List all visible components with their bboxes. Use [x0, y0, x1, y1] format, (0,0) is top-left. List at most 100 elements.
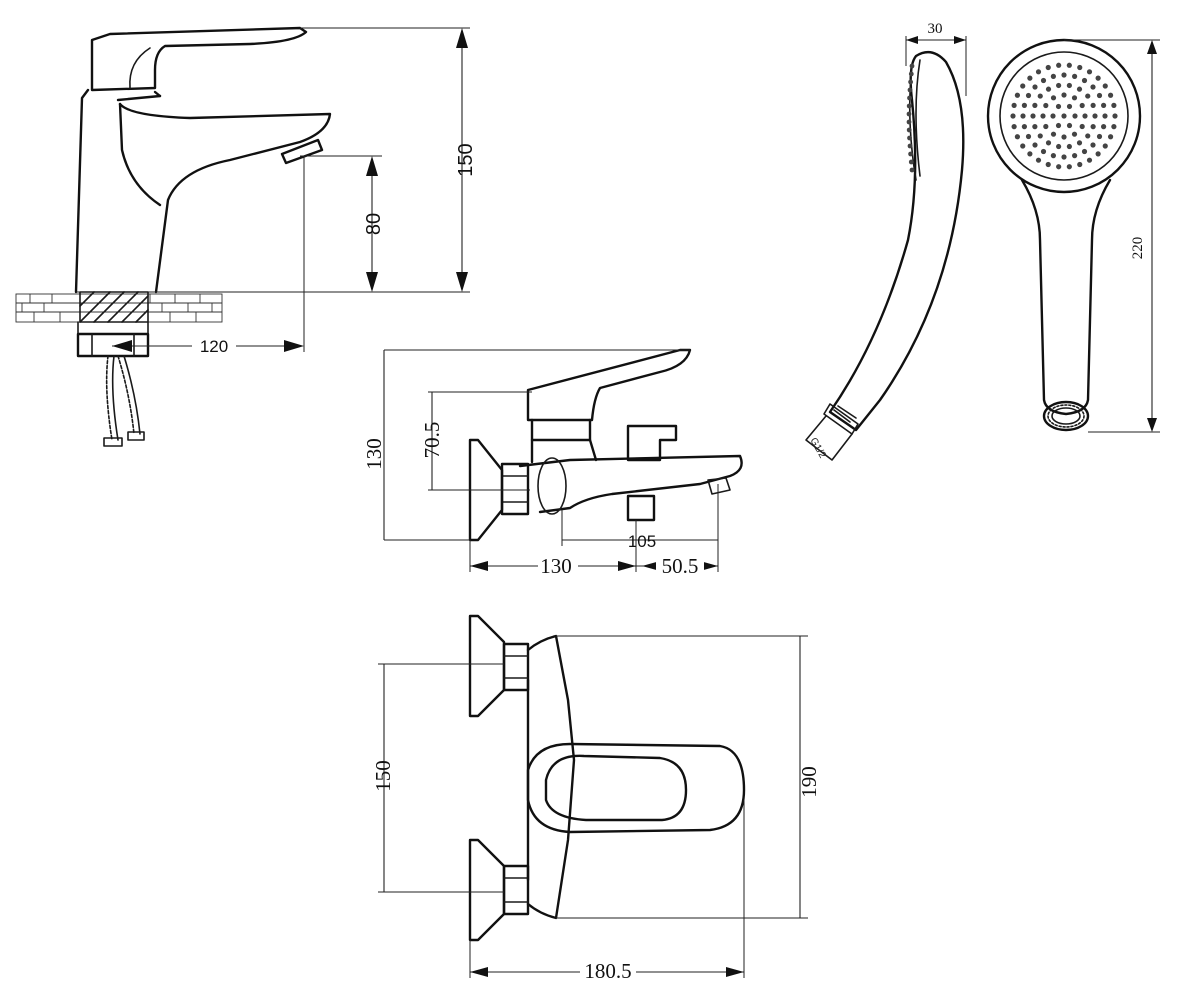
bath-outlet-dim: 70.5 — [420, 422, 444, 459]
bath-mixer-side-drawing: 130 70.5 105 130 50.5 — [362, 348, 743, 578]
basin-spout-height-dim: 80 — [363, 213, 385, 235]
bath-top-depth-dim: 180.5 — [584, 959, 631, 983]
spray-hole — [1045, 64, 1051, 71]
spray-hole — [1055, 103, 1062, 110]
spray-hole — [1037, 133, 1043, 139]
spray-hole — [1045, 140, 1052, 146]
spray-hole — [1095, 75, 1101, 81]
spray-hole — [1010, 113, 1016, 119]
spray-hole — [907, 135, 912, 141]
spray-hole — [1020, 143, 1026, 149]
spray-hole — [1040, 77, 1047, 84]
spray-hole — [1102, 83, 1108, 89]
spray-hole — [1056, 143, 1062, 150]
spray-hole — [906, 127, 912, 133]
basin-mixer-drawing: 150 80 120 — [15, 26, 477, 447]
spray-hole — [1021, 102, 1027, 108]
spray-hole — [1027, 75, 1033, 81]
spray-hole — [1079, 102, 1085, 109]
spray-hole — [1071, 95, 1078, 101]
spray-hole — [1011, 124, 1017, 130]
shower-thickness-dim: 30 — [928, 21, 943, 37]
spray-hole — [1066, 122, 1073, 129]
spray-hole — [1066, 103, 1073, 110]
spray-hole — [909, 63, 915, 69]
spray-hole — [1102, 113, 1108, 119]
spray-hole — [1096, 92, 1103, 99]
basin-height-dim: 150 — [455, 143, 477, 176]
spray-hole — [1055, 122, 1062, 129]
spray-hole — [1066, 143, 1072, 150]
spray-hole — [1056, 82, 1062, 89]
spray-hole — [1107, 134, 1114, 140]
spray-hole — [1072, 153, 1078, 159]
bath-top-width-dim: 190 — [797, 766, 821, 798]
bath-offset-dim: 50.5 — [662, 554, 699, 578]
spray-hole — [1061, 134, 1067, 140]
spray-hole — [1050, 153, 1056, 159]
spray-hole — [1021, 124, 1027, 130]
spray-hole — [1081, 148, 1088, 155]
spray-hole — [1027, 151, 1033, 157]
spray-hole — [1090, 84, 1096, 90]
spray-hole — [1025, 92, 1032, 99]
spray-hole — [1076, 86, 1083, 92]
spray-hole — [1111, 124, 1117, 130]
spray-hole — [1061, 154, 1067, 160]
spray-hole — [1061, 72, 1067, 78]
spray-hole — [907, 143, 913, 149]
spray-hole — [1050, 95, 1057, 101]
spray-hole — [1095, 151, 1101, 157]
bath-mixer-top-drawing: 150 190 180.5 — [371, 614, 821, 983]
spray-hole — [1112, 113, 1118, 119]
spray-hole — [1025, 133, 1032, 140]
spray-hole — [1086, 69, 1093, 75]
bath-top-centers-dim: 150 — [371, 760, 395, 792]
spray-hole — [1090, 142, 1096, 148]
spray-hole — [1061, 113, 1067, 119]
spray-hole — [907, 95, 912, 101]
hand-shower-drawing: G1/2 30 220 — [805, 21, 1160, 461]
spray-hole — [1011, 102, 1017, 108]
spray-hole — [1020, 113, 1026, 119]
spray-hole — [906, 119, 912, 125]
spray-hole — [906, 103, 912, 109]
spray-hole — [1056, 62, 1062, 68]
spray-hole — [1107, 92, 1114, 98]
spray-hole — [1077, 161, 1083, 168]
spray-hole — [908, 79, 914, 85]
spray-hole — [1077, 64, 1083, 71]
spray-hole — [1037, 93, 1043, 99]
spray-hole — [1076, 140, 1083, 146]
spray-hole — [1085, 133, 1091, 139]
spray-hole — [1066, 82, 1072, 89]
shower-length-dim: 220 — [1130, 237, 1146, 260]
spray-hole — [907, 87, 913, 93]
spray-hole — [1090, 102, 1096, 108]
spray-hole — [909, 167, 915, 173]
spray-hole — [1040, 113, 1046, 119]
spray-hole — [1035, 69, 1042, 75]
thread-label: G1/2 — [807, 436, 828, 461]
spray-hole — [1032, 142, 1038, 148]
basin-reach-dim: 120 — [200, 337, 228, 356]
spray-hole — [1035, 157, 1042, 163]
spray-hole — [1043, 102, 1049, 109]
spray-hole — [1032, 124, 1038, 130]
spray-hole — [1032, 84, 1038, 90]
spray-hole — [1030, 113, 1036, 119]
spray-hole — [1101, 124, 1107, 130]
spray-hole — [1061, 92, 1067, 98]
spray-hole — [1071, 131, 1078, 137]
spray-hole — [1096, 133, 1103, 140]
spray-hole — [1045, 161, 1051, 168]
spray-hole — [1050, 73, 1056, 79]
spray-hole — [1050, 113, 1056, 119]
spray-hole — [1032, 102, 1038, 108]
spray-hole — [1066, 62, 1072, 68]
counter-brick — [15, 291, 223, 323]
spray-hole — [1050, 131, 1057, 137]
spray-hole — [1090, 124, 1096, 130]
bath-side-height-dim: 130 — [362, 438, 386, 470]
spray-hole — [908, 71, 914, 77]
